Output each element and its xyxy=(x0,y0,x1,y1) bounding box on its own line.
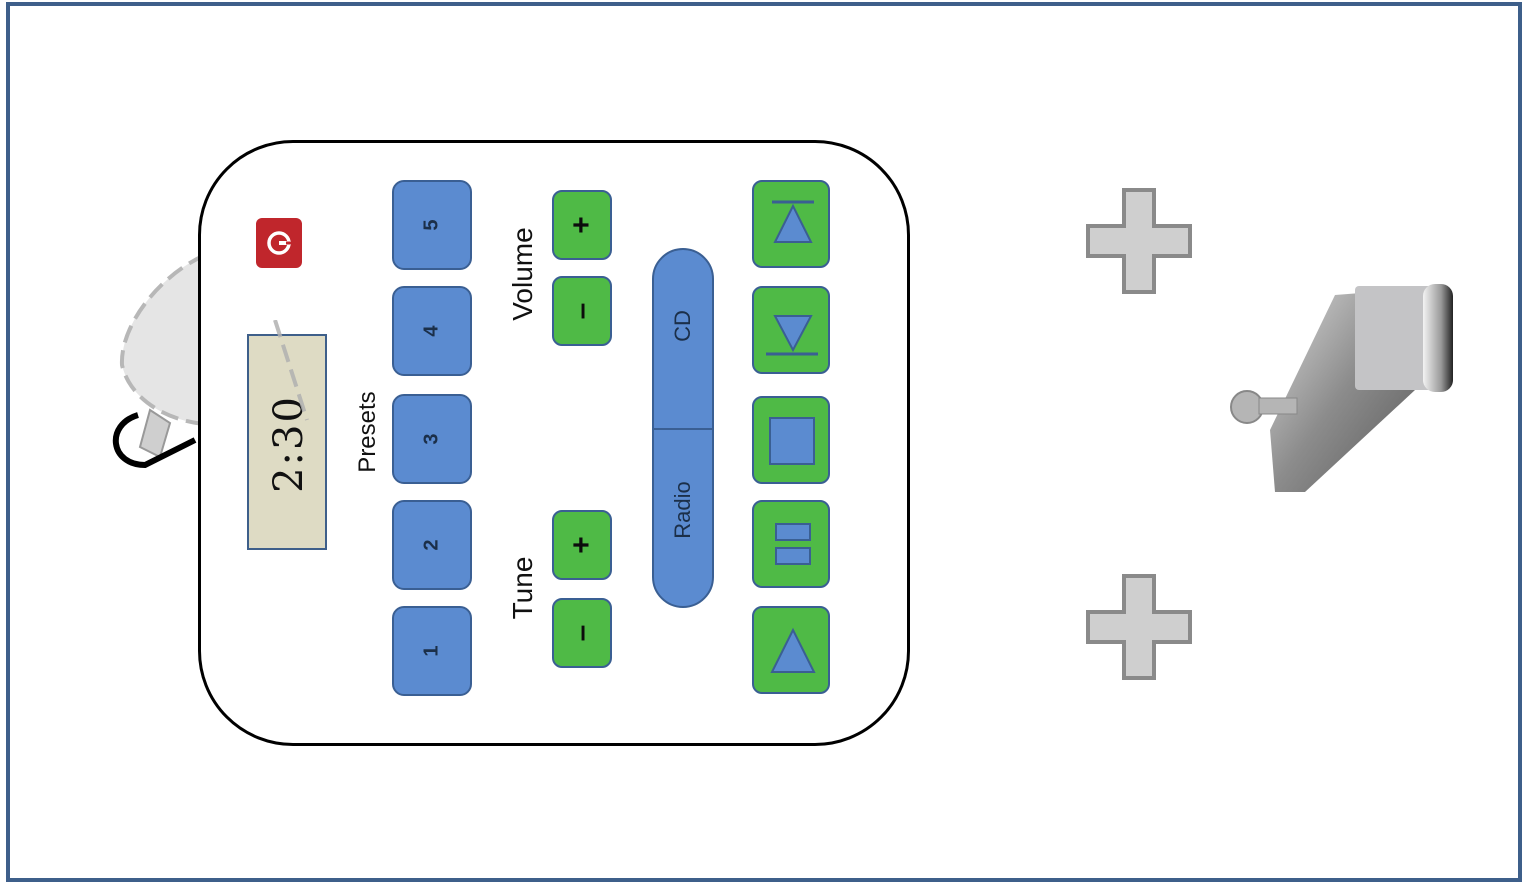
tune-label: Tune xyxy=(507,556,538,620)
source-cd-button[interactable]: CD xyxy=(670,310,695,342)
stop-button[interactable] xyxy=(752,396,830,484)
preset-button-2[interactable]: 2 xyxy=(392,500,472,590)
previous-track-button[interactable] xyxy=(752,286,830,374)
volume-up-button[interactable]: + xyxy=(552,190,612,260)
source-radio-button[interactable]: Radio xyxy=(670,481,695,539)
source-divider xyxy=(654,428,712,430)
power-button[interactable] xyxy=(256,218,302,268)
volume-label: Volume xyxy=(507,227,538,321)
canvas-frame xyxy=(6,2,1522,882)
battery-device-icon[interactable] xyxy=(1225,280,1465,500)
stop-icon xyxy=(769,417,815,465)
display-time: 2:30 xyxy=(266,395,312,493)
play-button[interactable] xyxy=(752,606,830,694)
presets-label: Presets xyxy=(354,391,381,473)
play-icon xyxy=(770,627,816,673)
source-selector xyxy=(652,248,714,608)
time-display: 2:30 xyxy=(247,334,327,550)
plus-cross-icon[interactable] xyxy=(1086,574,1192,680)
next-track-button[interactable] xyxy=(752,180,830,268)
preset-button-4[interactable]: 4 xyxy=(392,286,472,376)
pause-button[interactable] xyxy=(752,500,830,588)
pause-icon xyxy=(775,523,811,565)
plus-cross-icon[interactable] xyxy=(1086,188,1192,294)
tune-down-button[interactable]: – xyxy=(552,598,612,668)
preset-button-1[interactable]: 1 xyxy=(392,606,472,696)
previous-track-icon xyxy=(766,315,818,356)
preset-button-5[interactable]: 5 xyxy=(392,180,472,270)
power-icon xyxy=(267,231,296,255)
volume-down-button[interactable]: – xyxy=(552,276,612,346)
preset-button-3[interactable]: 3 xyxy=(392,394,472,484)
next-track-icon xyxy=(772,200,814,243)
tune-up-button[interactable]: + xyxy=(552,510,612,580)
